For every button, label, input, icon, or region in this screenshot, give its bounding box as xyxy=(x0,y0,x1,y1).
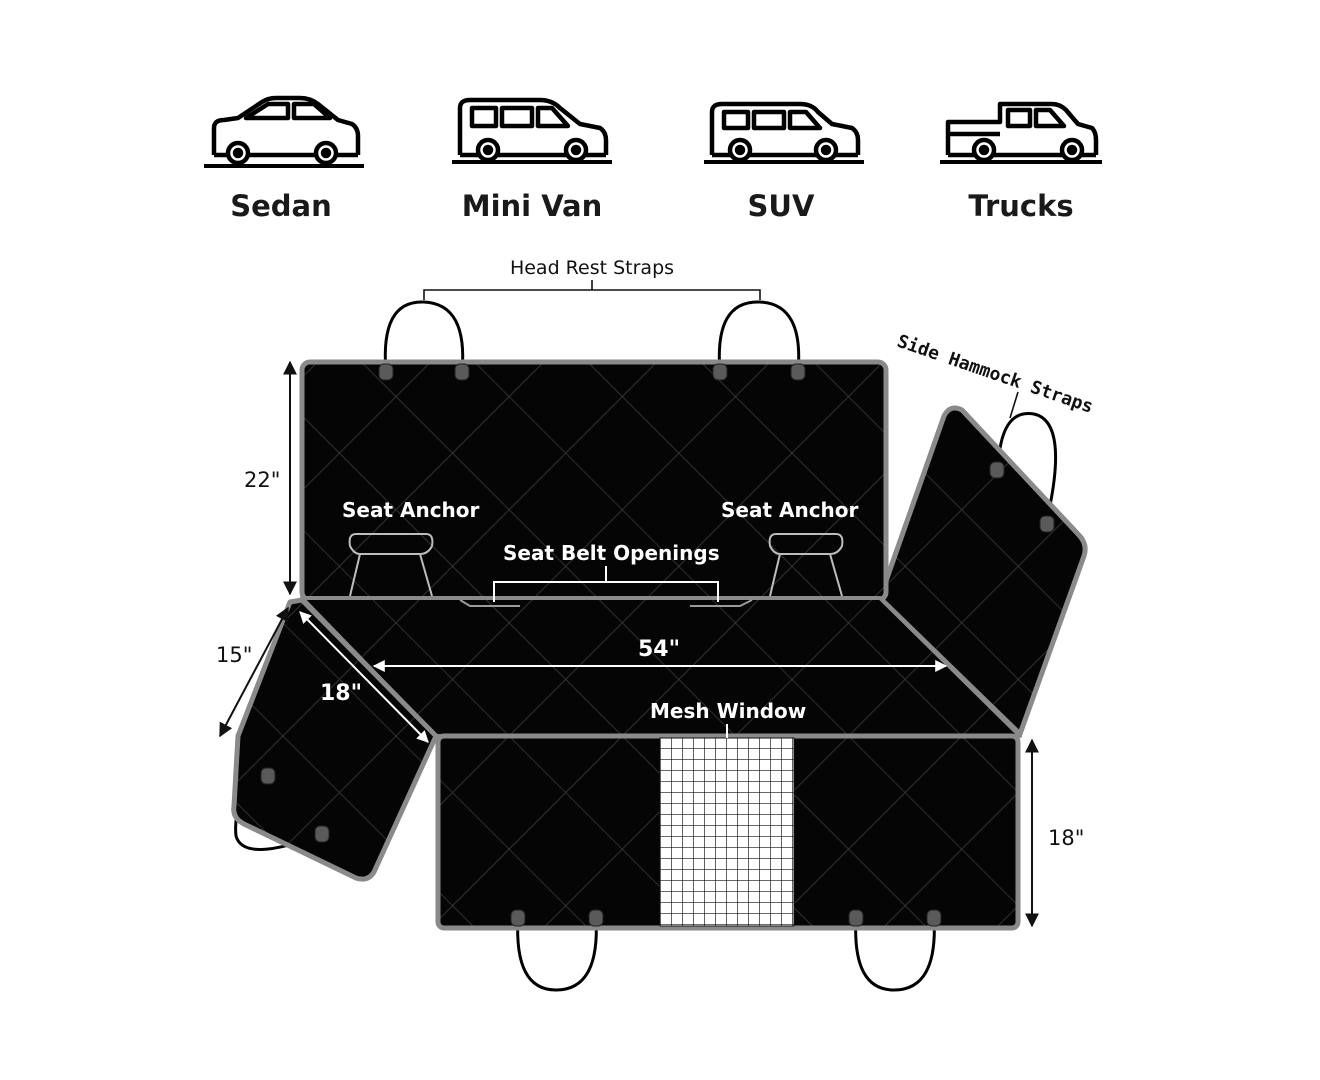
side-hammock-straps-label: Side Hammock Straps xyxy=(894,331,1096,418)
side-hammock-pointer xyxy=(1009,391,1019,419)
seat-belt-openings-bracket xyxy=(493,566,719,602)
side-hammock-panel xyxy=(877,405,1088,737)
dim-back-height: 22" xyxy=(244,468,280,492)
head-rest-straps-bracket xyxy=(423,280,761,300)
dim-flap-length: 15" xyxy=(216,643,252,667)
truck-icon xyxy=(940,101,1102,164)
dim-front-height: 18" xyxy=(1048,826,1084,850)
head-rest-strap-right xyxy=(717,300,801,373)
side-hammock-strap xyxy=(996,411,1058,525)
seat-belt-slots xyxy=(459,599,753,607)
seat-belt-openings-label: Seat Belt Openings xyxy=(503,541,720,565)
bottom-strap-right xyxy=(854,917,936,992)
sedan-icon xyxy=(204,95,364,168)
minivan-icon xyxy=(452,97,612,164)
seat-anchor-left-icon xyxy=(348,533,434,597)
vehicle-label-trucks: Trucks xyxy=(968,189,1073,223)
suv-icon xyxy=(704,101,864,164)
dim-flap-width: 18" xyxy=(320,681,362,706)
mesh-window xyxy=(659,737,795,927)
strap-grommets xyxy=(260,363,1055,927)
dim-seat-width: 54" xyxy=(638,637,680,662)
head-rest-strap-left xyxy=(383,300,465,373)
dim-line-flap-length xyxy=(219,606,289,738)
seat-anchor-left-label: Seat Anchor xyxy=(342,498,480,522)
vehicle-label-minivan: Mini Van xyxy=(462,189,603,223)
mesh-window-label: Mesh Window xyxy=(650,699,806,723)
seat-anchor-right-label: Seat Anchor xyxy=(721,498,859,522)
bottom-strap-left xyxy=(516,917,598,992)
head-rest-straps-label: Head Rest Straps xyxy=(510,257,674,279)
dim-line-flap-width xyxy=(299,611,429,743)
seat-anchor-right-icon xyxy=(768,533,844,597)
vehicle-label-sedan: Sedan xyxy=(230,189,332,223)
vehicle-label-suv: SUV xyxy=(748,189,815,223)
